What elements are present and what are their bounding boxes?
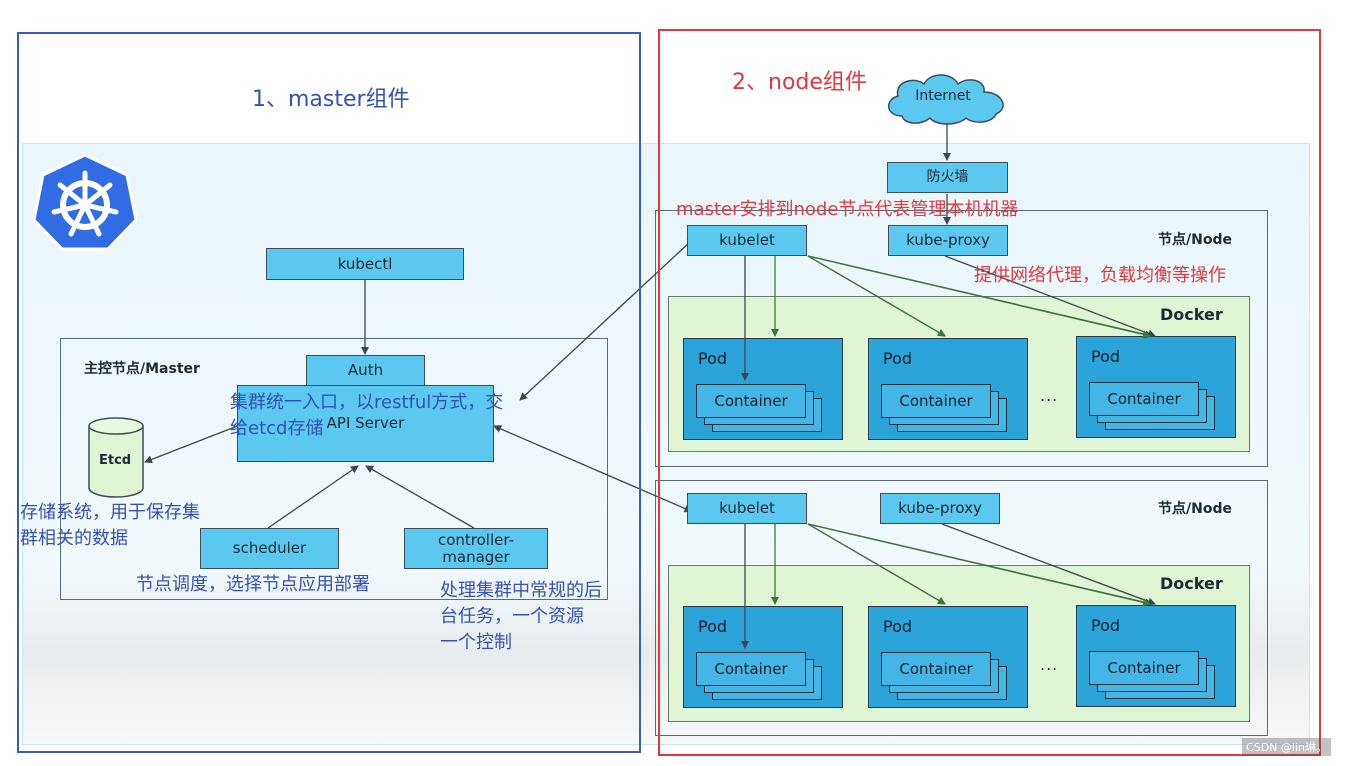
pod-label: Pod [698,349,728,368]
container-label: Container [696,384,806,418]
pod-1-2: Pod Container [868,338,1028,440]
kubelet-note: master安排到node节点代表管理本机机器 [676,199,1019,220]
pod-1-1: Pod Container [683,338,843,440]
firewall-component: 防火墙 [887,162,1008,193]
master-node-label: 主控节点/Master [84,361,200,377]
pod-ellipsis-1: ... [1040,386,1059,405]
watermark: CSDN @lin琳。 [1242,738,1331,756]
api-server-label: API Server [326,414,405,432]
controller-manager-component: controller- manager [404,528,548,569]
pod-2-2: Pod Container [868,606,1028,708]
container-label: Container [881,652,991,686]
pod-label: Pod [698,617,728,636]
controller-note-line3: 一个控制 [440,632,512,653]
node-section-outline [658,29,1321,756]
container-label: Container [1089,651,1199,685]
pod-2-3: Pod Container [1076,605,1236,707]
node-section-title: 2、node组件 [732,70,867,95]
container-stack: Container [1089,651,1215,699]
internet-label: Internet [915,87,971,104]
kubectl-component: kubectl [266,248,464,280]
controller-note: 处理集群中常规的后 台任务，一个资源 一个控制 [440,578,602,656]
pod-2-1: Pod Container [683,606,843,708]
master-section-outline [17,32,641,753]
kubelet-component-2: kubelet [687,493,807,524]
etcd-note-line1: 存储系统，用于保存集 [20,502,200,523]
proxy-note: 提供网络代理，负载均衡等操作 [974,265,1226,286]
pod-label: Pod [883,349,913,368]
cloud-icon [888,74,1004,125]
kubelet-component-1: kubelet [687,225,807,256]
pod-1-3: Pod Container [1076,336,1236,438]
api-server-component: API Server [237,385,494,462]
pod-ellipsis-2: ... [1040,655,1059,674]
master-section-title: 1、master组件 [252,87,410,112]
worker-node-box-2 [655,480,1268,736]
container-stack: Container [696,384,822,432]
docker-label-2: Docker [1160,574,1223,593]
etcd-note-line2: 群相关的数据 [20,528,128,549]
scheduler-component: scheduler [200,528,339,569]
kube-proxy-component-2: kube-proxy [880,493,1000,524]
container-stack: Container [696,652,822,700]
kube-proxy-component-1: kube-proxy [888,225,1008,256]
auth-component: Auth [306,355,425,386]
api-server-note-line1: 集群统一入口，以restful方式，交 [230,392,504,413]
kubernetes-logo-icon [32,153,138,251]
container-stack: Container [1089,382,1215,430]
worker-node-label-2: 节点/Node [1158,501,1232,517]
container-label: Container [696,652,806,686]
controller-note-line1: 处理集群中常规的后 [440,580,602,601]
scheduler-note: 节点调度，选择节点应用部署 [136,574,370,595]
container-label: Container [1089,382,1199,416]
controller-note-line2: 台任务，一个资源 [440,606,584,627]
docker-label-1: Docker [1160,305,1223,324]
controller-manager-label-line1: controller- [437,530,514,549]
container-label: Container [881,384,991,418]
etcd-database-icon [88,417,144,498]
controller-manager-label-line2: manager [442,547,510,566]
api-server-note: 集群统一入口，以restful方式，交 给etcd存储 [230,390,503,442]
container-stack: Container [881,384,1007,432]
etcd-note: 存储系统，用于保存集 群相关的数据 [20,500,200,552]
worker-node-label-1: 节点/Node [1158,232,1232,248]
api-server-note-line2: 给etcd存储 [230,418,324,439]
pod-label: Pod [1091,347,1121,366]
etcd-label: Etcd [99,453,132,468]
container-stack: Container [881,652,1007,700]
pod-label: Pod [1091,616,1121,635]
pod-label: Pod [883,617,913,636]
